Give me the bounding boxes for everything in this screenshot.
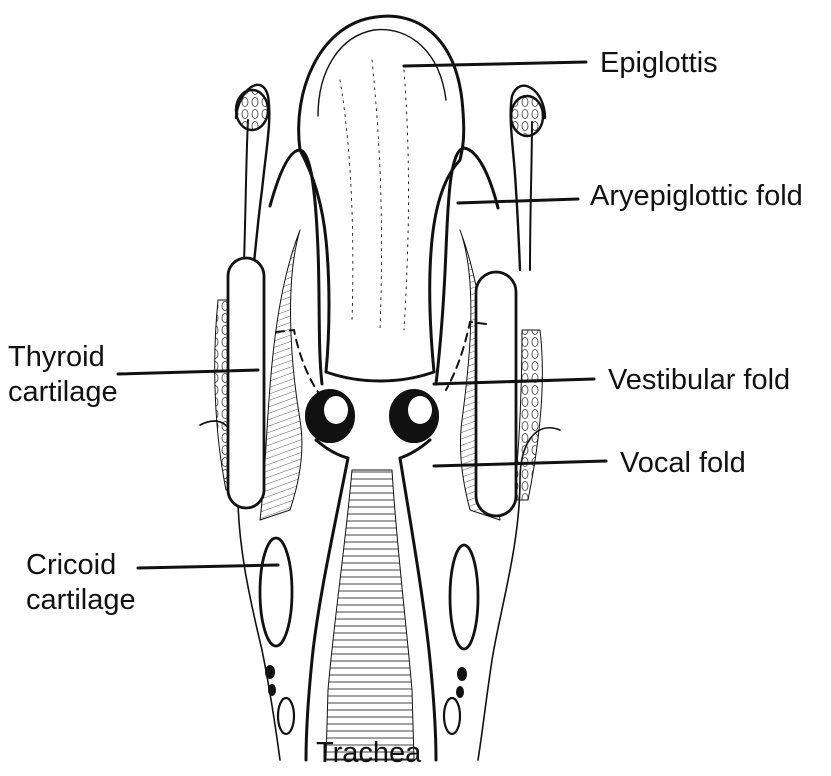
dot-right-1 (457, 667, 467, 681)
label-cricoid-cartilage: Cricoid cartilage (26, 548, 136, 618)
label-thyroid-line2: cartilage (8, 375, 118, 410)
larynx-drawing (200, 16, 560, 760)
vestibular-mass-left-highlight (324, 396, 348, 424)
dot-left-1 (265, 665, 275, 679)
left-stalk-inner (244, 120, 248, 262)
label-cricoid-line2: cartilage (26, 583, 136, 618)
lower-ring-right (444, 698, 460, 734)
lower-ring-left (278, 698, 294, 734)
label-vestibular-fold: Vestibular fold (608, 363, 790, 398)
label-trachea: Trachea (316, 736, 421, 771)
cricoid-cartilage-right (450, 545, 478, 649)
left-cuneiform (236, 90, 268, 130)
label-thyroid-cartilage: Thyroid cartilage (8, 340, 118, 410)
cricoid-cartilage-left (260, 538, 292, 646)
label-cricoid-line1: Cricoid (26, 548, 136, 583)
right-stalk-inner (530, 122, 532, 270)
thyroid-cartilage-left (228, 258, 264, 508)
cellular-tissue-right (514, 330, 542, 500)
muscle-left (260, 230, 302, 520)
thyroid-cartilage-right (476, 272, 516, 516)
right-cuneiform (511, 96, 543, 136)
label-vocal-fold: Vocal fold (620, 446, 746, 481)
label-aryepiglottic-fold: Aryepiglottic fold (590, 179, 803, 214)
label-thyroid-line1: Thyroid (8, 340, 118, 375)
trachea-tube (326, 470, 414, 760)
dot-right-2 (456, 686, 464, 698)
vestibular-mass-right-highlight (408, 396, 432, 424)
leader-aryepiglottic (458, 199, 578, 203)
label-epiglottis: Epiglottis (600, 46, 718, 81)
leader-cricoid (138, 565, 278, 568)
dot-left-2 (268, 684, 276, 696)
